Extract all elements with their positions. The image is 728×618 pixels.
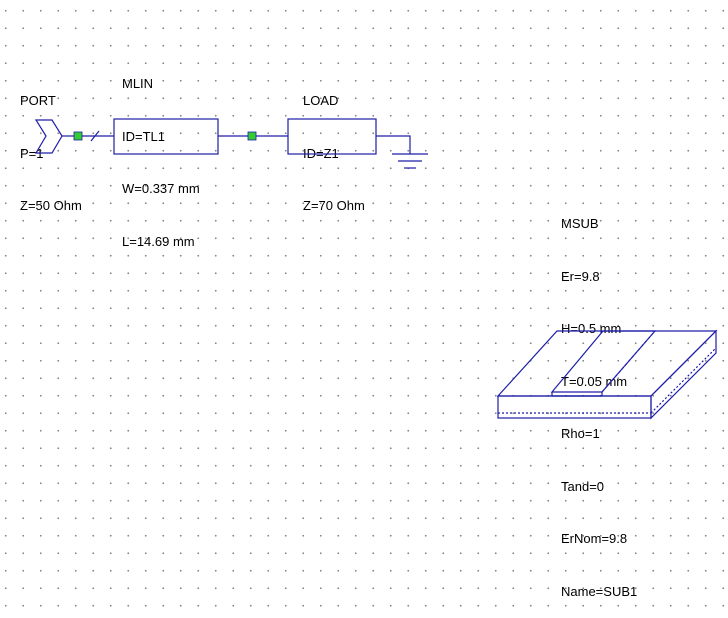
load-param-id[interactable]: ID=Z1: [303, 145, 339, 161]
msub-param-er[interactable]: Er=9.8: [561, 268, 600, 284]
wire-slash-mark: [90, 130, 100, 142]
substrate-3d-icon[interactable]: [496, 329, 718, 420]
port-title: PORT: [20, 93, 56, 108]
mlin-label-block[interactable]: MLIN ID=TL1 W=0.337 mm L=14.69 mm: [122, 40, 200, 268]
msub-param-rho[interactable]: Rho=1: [561, 426, 600, 441]
microstrip-line-icon[interactable]: [113, 118, 219, 155]
msub-param-tand[interactable]: Tand=0: [561, 478, 605, 494]
port-param-z[interactable]: Z=50 Ohm: [20, 198, 82, 213]
mlin-param-w[interactable]: W=0.337 mm: [122, 181, 200, 196]
mlin-param-l[interactable]: L=14.69 mm: [122, 233, 195, 249]
load-resistor-icon[interactable]: [287, 118, 377, 155]
wire-load-ground[interactable]: [376, 135, 411, 154]
msub-title: MSUB: [561, 216, 599, 231]
msub-param-name[interactable]: Name=SUB1: [561, 583, 638, 599]
port-label-block[interactable]: PORT P=1 Z=50 Ohm: [20, 57, 82, 232]
load-title: LOAD: [303, 93, 339, 108]
port-triangle-icon[interactable]: [34, 119, 63, 154]
msub-param-ernom[interactable]: ErNom=9.8: [561, 531, 628, 546]
msub-param-h[interactable]: H=0.5 mm: [561, 321, 622, 336]
load-param-z[interactable]: Z=70 Ohm: [303, 198, 365, 213]
load-label-block[interactable]: LOAD ID=Z1 Z=70 Ohm: [303, 57, 365, 232]
mlin-param-id[interactable]: ID=TL1: [122, 128, 165, 144]
msub-param-t[interactable]: T=0.05 mm: [561, 373, 628, 389]
ground-icon[interactable]: [392, 153, 428, 169]
schematic-canvas: [34, 118, 718, 420]
node-mlin-load[interactable]: [247, 131, 257, 141]
node-port-mlin[interactable]: [73, 131, 83, 141]
mlin-title: MLIN: [122, 76, 154, 91]
